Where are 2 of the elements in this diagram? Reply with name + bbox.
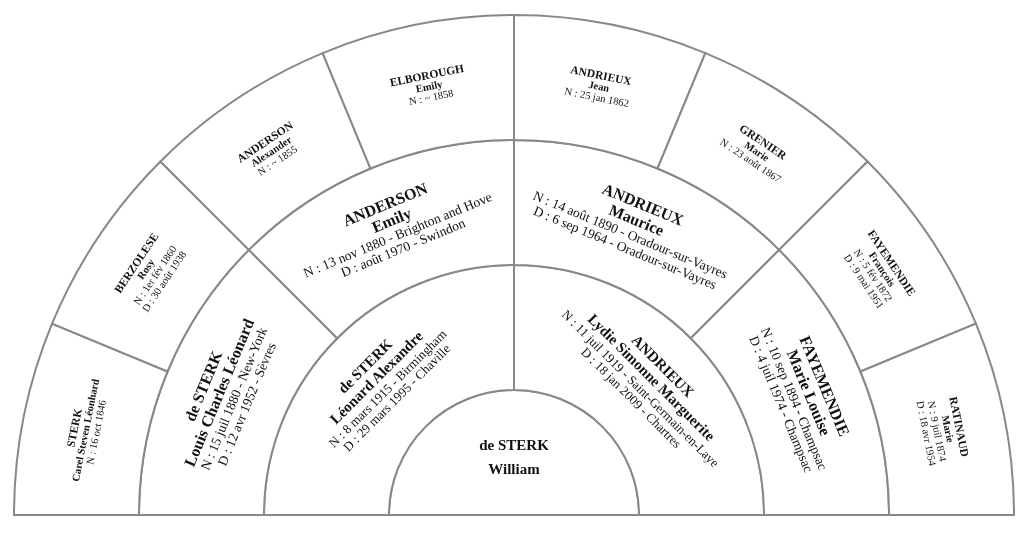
surname: de STERK xyxy=(479,436,549,455)
given-name: William xyxy=(487,460,541,479)
